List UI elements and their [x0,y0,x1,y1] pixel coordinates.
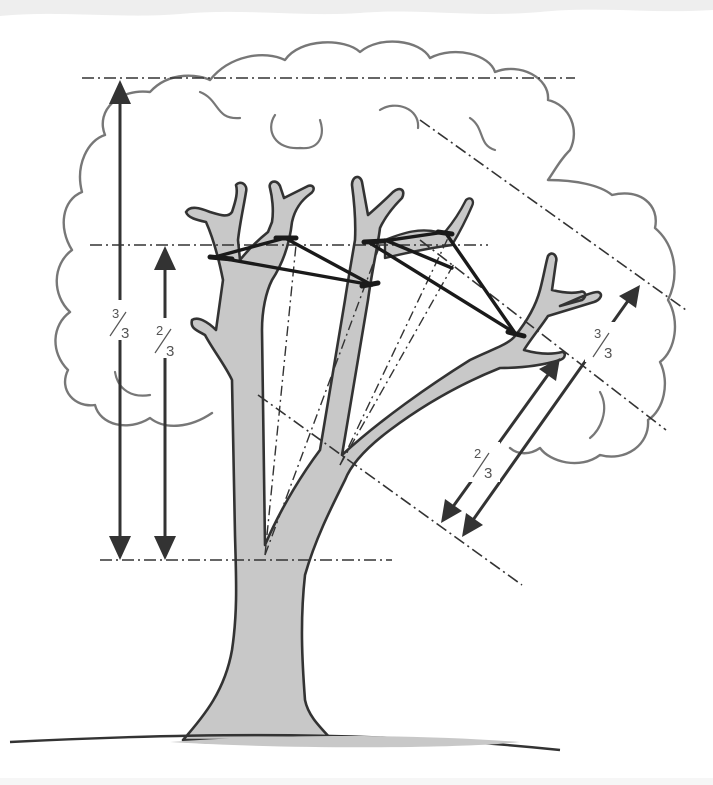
tree-trunk-and-branches [181,175,603,742]
label-leaning-two-thirds-denominator: 3 [484,465,492,482]
arrowhead-vertical-full-bottom [109,536,131,560]
cable-2 [213,255,374,287]
cable-1 [213,236,287,259]
label-leaning-full-numerator: 3 [594,326,601,341]
crown-inner-detail [113,90,606,440]
cable-7 [383,238,454,270]
horizontal-guides [82,77,575,561]
label-leaning-two-thirds-numerator: 2 [474,446,481,461]
label-leaning-two-thirds: 2 3 [466,442,500,482]
cable-attachment-points [207,229,527,339]
label-leaning-full-denominator: 3 [604,345,612,362]
arrowhead-leaning-two-thirds-top [539,358,560,381]
ground-shadow [170,735,520,748]
label-leaning-full: 3 3 [585,322,619,362]
label-vertical-full: 3 3 [104,300,134,342]
slanted-guides [257,119,687,586]
arrowhead-vertical-two-thirds-bottom [154,536,176,560]
cable-anchor-lines [264,237,456,556]
arrowhead-vertical-full-top [109,80,131,104]
label-vertical-two-thirds: 2 3 [149,318,181,360]
tree-crown-outline [54,40,677,465]
cable-5 [368,241,517,335]
label-vertical-full-numerator: 3 [112,306,119,321]
slant-guide-base [257,394,523,586]
cable-6 [443,230,517,335]
arrowhead-leaning-two-thirds-bottom [441,499,462,523]
branch-shoot-right [383,197,475,260]
arrowhead-leaning-full-top [619,285,640,308]
arrowhead-leaning-full-bottom [462,513,483,537]
label-vertical-full-denominator: 3 [121,325,129,342]
slant-guide-top [419,119,687,311]
slant-guide-middle [419,239,667,431]
arrow-leaning-two-thirds [450,371,552,509]
label-vertical-two-thirds-denominator: 3 [166,343,174,360]
measurement-arrows [109,80,640,560]
arrowhead-vertical-two-thirds-top [154,246,176,270]
label-vertical-two-thirds-numerator: 2 [156,323,163,338]
cable-3 [283,236,374,287]
